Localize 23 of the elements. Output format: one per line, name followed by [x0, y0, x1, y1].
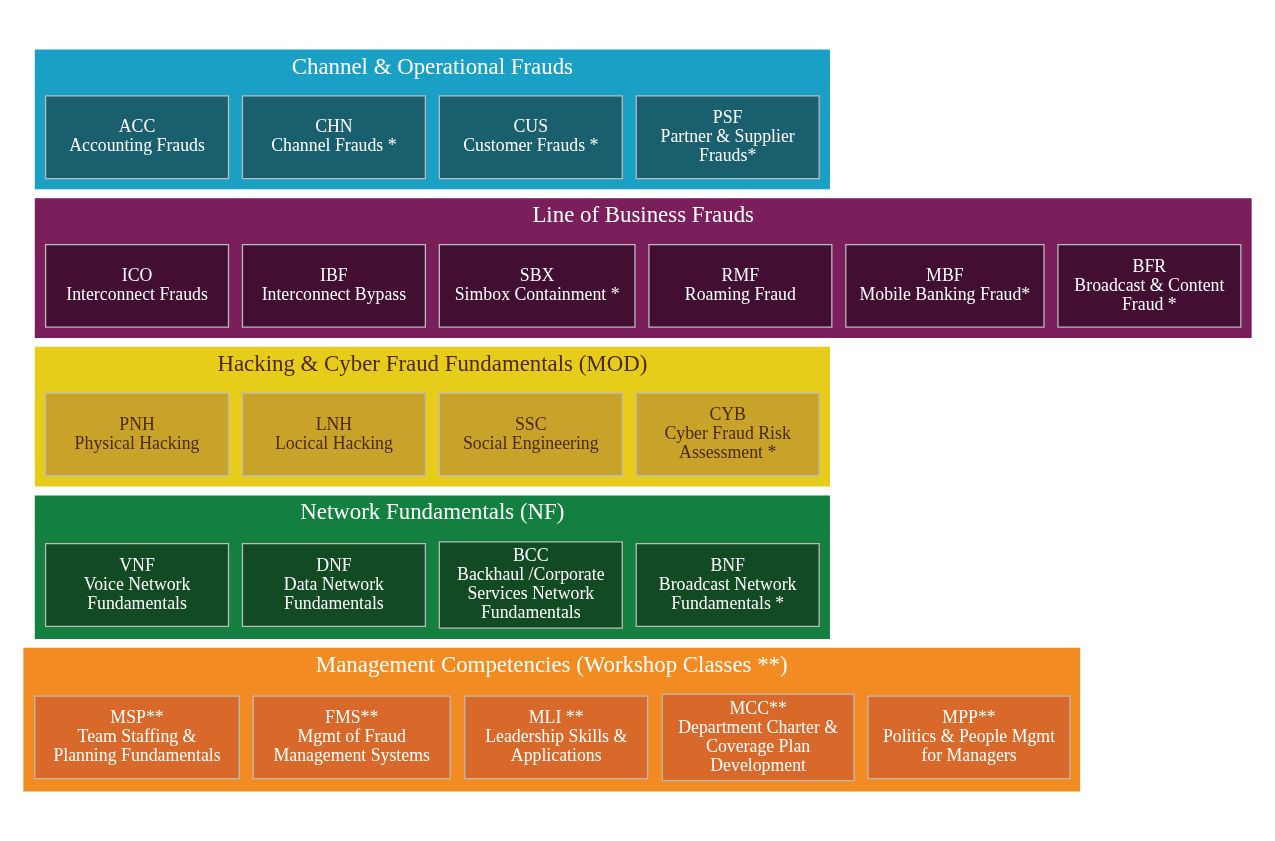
node-box: CHN Channel Frauds *: [241, 95, 426, 180]
node-box: MLI ** Leadership Skills & Applications: [464, 695, 649, 780]
node-box: CUS Customer Frauds *: [438, 95, 623, 180]
node-box: VNF Voice Network Fundamentals: [44, 543, 230, 627]
node-box: MCC** Department Charter & Coverage Plan Development: [661, 693, 855, 782]
node-box: RMF Roaming Fraud: [648, 243, 833, 328]
node-box: DNF Data Network Fundamentals: [241, 543, 426, 627]
node-box: ACC Accounting Frauds: [44, 95, 230, 180]
node-box: ICO Interconnect Frauds: [44, 243, 230, 328]
node-box: PNH Physical Hacking: [44, 392, 230, 477]
node-box: SBX Simbox Containment *: [438, 243, 636, 328]
node-box: MSP** Team Staffing & Planning Fundamentals: [34, 695, 240, 780]
node-box: PSF Partner & Supplier Frauds*: [635, 95, 820, 180]
node-box: LNH Locical Hacking: [241, 392, 426, 477]
node-box: BNF Broadcast Network Fundamentals *: [635, 543, 820, 627]
node-box: MPP** Politics & People Mgmt for Managers: [867, 695, 1071, 780]
node-box: BFR Broadcast & Content Fraud *: [1057, 243, 1242, 328]
node-box: FMS** Mgmt of Fraud Management Systems: [252, 695, 451, 780]
node-box: BCC Backhaul /Corporate Services Network Fundamentals: [438, 541, 623, 629]
node-box: IBF Interconnect Bypass: [241, 243, 426, 328]
node-box: CYB Cyber Fraud Risk Assessment *: [635, 392, 820, 477]
node-box: MBF Mobile Banking Fraud*: [845, 243, 1045, 328]
node-box: SSC Social Engineering: [438, 392, 623, 477]
